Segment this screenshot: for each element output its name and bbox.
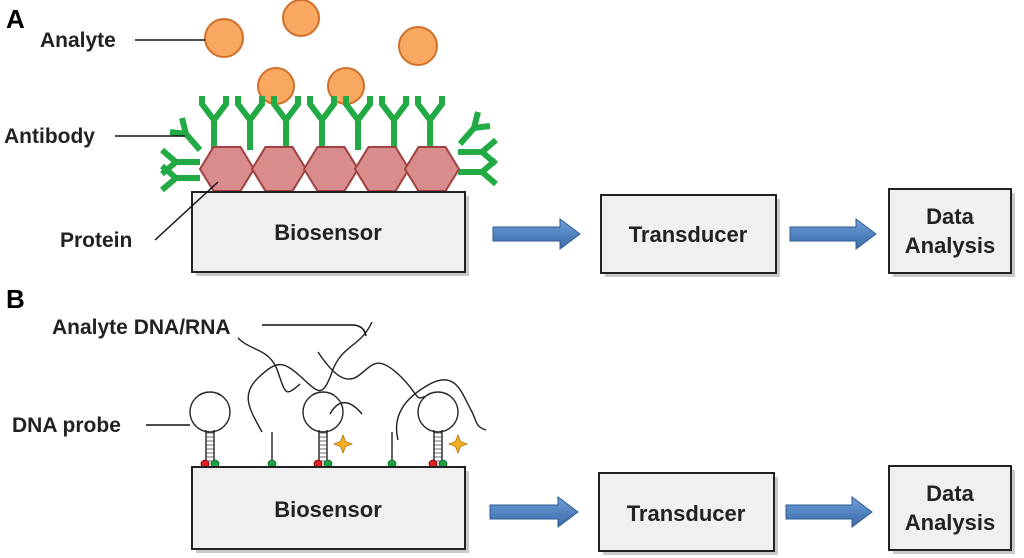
panel-label-b: B [6, 284, 25, 314]
data-analysis-line1-a: Data [926, 204, 974, 229]
antibody [415, 96, 445, 150]
antibody [307, 96, 337, 150]
arrow-to-transducer-a [492, 218, 581, 250]
bound-strand-anchor [267, 432, 277, 469]
analyte-strand [247, 321, 373, 433]
antibody [379, 96, 409, 150]
fluorophore-star-icon [332, 433, 354, 455]
antibody [160, 147, 200, 177]
strand-ticks [247, 321, 373, 433]
data-analysis-line1-b: Data [926, 481, 974, 506]
antibody-layer [160, 96, 498, 193]
analyte-strand [395, 379, 487, 441]
protein-hexagon [250, 146, 308, 192]
bound-strand-anchor [387, 432, 397, 469]
dna-probe-layer [189, 391, 469, 469]
dna-probe [189, 391, 231, 469]
analyte-dna-strands [237, 321, 487, 441]
protein-hexagon [403, 146, 461, 192]
protein-hexagon [198, 146, 256, 192]
protein-hexagon [302, 146, 360, 192]
antibody [271, 96, 301, 150]
analyte-dna-label: Analyte DNA/RNA [52, 316, 231, 339]
fluorophore-star-icon [447, 433, 469, 455]
antibody [199, 96, 229, 150]
transducer-label-a: Transducer [629, 222, 748, 247]
analyte-label: Analyte [40, 29, 116, 52]
antibody [235, 96, 265, 150]
protein-label: Protein [60, 229, 132, 252]
data-analysis-box-a [888, 188, 1012, 274]
arrow-to-transducer-b [489, 496, 579, 528]
biosensor-label-a: Biosensor [274, 220, 382, 245]
analyte-dna-leader-line [262, 324, 367, 337]
analyte-particle [398, 26, 438, 66]
analyte-particles [204, 0, 438, 105]
transducer-box-b [598, 472, 775, 552]
antibody [458, 157, 498, 187]
data-analysis-box-b [888, 465, 1012, 551]
antibody [169, 117, 203, 152]
strand-ticks [317, 351, 427, 399]
transducer-label-b: Transducer [627, 501, 746, 526]
analyte-particle [282, 0, 320, 37]
panel-label-a: A [6, 4, 25, 34]
antibody [457, 111, 491, 146]
biosensor-box-a [191, 191, 466, 273]
protein-layer [198, 146, 461, 192]
probe-loop-ticks [189, 391, 231, 433]
analyte-strand [317, 351, 427, 399]
data-analysis-line2-b: Analysis [905, 510, 996, 535]
arrow-to-analysis-b [785, 496, 873, 528]
antibody [343, 96, 373, 150]
analyte-strand [237, 337, 301, 393]
probe-loop-ticks [417, 391, 459, 433]
analyte-strand [329, 402, 363, 415]
dna-probe [302, 391, 354, 469]
protein-hexagon [353, 146, 411, 192]
probe-loop-ticks [302, 391, 344, 433]
antibody-label: Antibody [4, 125, 95, 148]
biosensor-box-b [191, 466, 466, 550]
strand-ticks [237, 337, 301, 393]
strand-ticks [396, 379, 487, 441]
dna-probe [417, 391, 469, 469]
antibody [160, 163, 200, 193]
dna-probe-label: DNA probe [12, 414, 121, 437]
analyte-particle [204, 18, 244, 58]
protein-leader-line [154, 181, 219, 241]
arrow-to-analysis-a [789, 218, 877, 250]
biosensor-label-b: Biosensor [274, 497, 382, 522]
transducer-box-a [600, 194, 777, 274]
data-analysis-line2-a: Analysis [905, 233, 996, 258]
